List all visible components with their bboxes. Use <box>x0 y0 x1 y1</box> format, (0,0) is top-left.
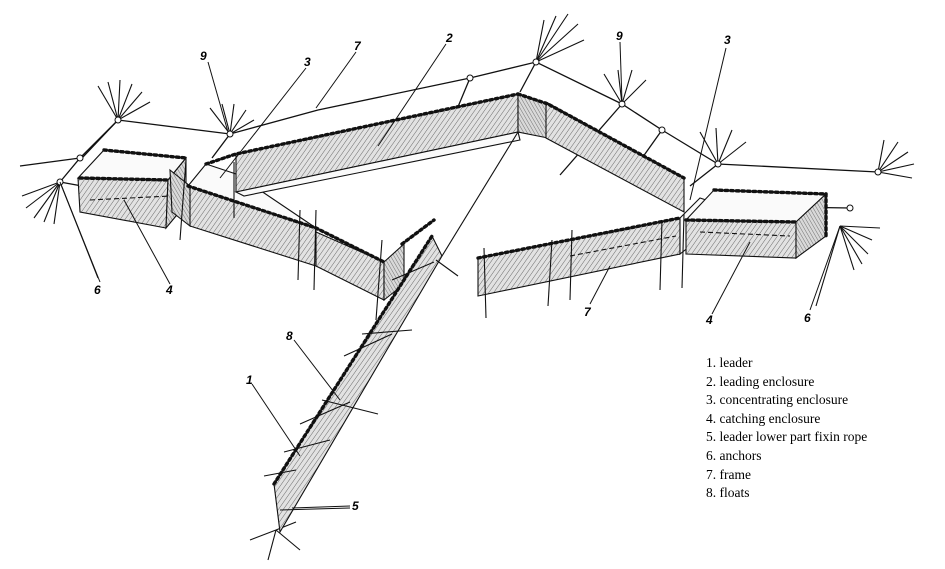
leader <box>272 131 519 534</box>
legend-item-floats: 8. floats <box>706 485 750 501</box>
callout-7-top: 7 <box>354 39 362 53</box>
leading-enclosure <box>234 93 685 213</box>
legend-item-catching-enclosure: 4. catching enclosure <box>706 410 821 426</box>
callout-numbers: 9 3 7 2 9 3 6 4 8 1 5 7 4 6 <box>94 29 811 513</box>
legend-item-concentrating-enclosure: 3. concentrating enclosure <box>706 392 849 408</box>
callout-leader-lines <box>59 41 841 509</box>
callout-2: 2 <box>445 31 453 45</box>
legend-item-fixing-rope: 5. leader lower part fixin rope <box>706 429 868 445</box>
callout-7-bottom: 7 <box>584 305 592 319</box>
callout-6-right: 6 <box>804 311 811 325</box>
left-leading-wing <box>315 231 405 302</box>
right-catching-enclosure <box>684 189 828 260</box>
left-catching-enclosure <box>76 149 188 230</box>
callout-9-left: 9 <box>200 49 207 63</box>
callout-4-right: 4 <box>705 313 713 327</box>
callout-8: 8 <box>286 329 293 343</box>
legend-item-leader: 1. leader <box>706 355 753 370</box>
callout-1: 1 <box>246 373 253 387</box>
callout-5: 5 <box>352 499 359 513</box>
legend-item-frame: 7. frame <box>706 466 751 482</box>
frame-posts <box>179 159 685 321</box>
callout-6-left: 6 <box>94 283 101 297</box>
callout-9-right: 9 <box>616 29 623 43</box>
legend-item-leading-enclosure: 2. leading enclosure <box>706 373 815 389</box>
callout-3-right: 3 <box>724 33 731 47</box>
leader-fixing-ropes <box>263 259 459 511</box>
callout-3-left: 3 <box>304 55 311 69</box>
legend: 1. leader 2. leading enclosure 3. concen… <box>706 354 867 503</box>
callout-4-left: 4 <box>165 283 173 297</box>
legend-item-anchors: 6. anchors <box>706 447 762 463</box>
float-rows <box>78 92 828 264</box>
